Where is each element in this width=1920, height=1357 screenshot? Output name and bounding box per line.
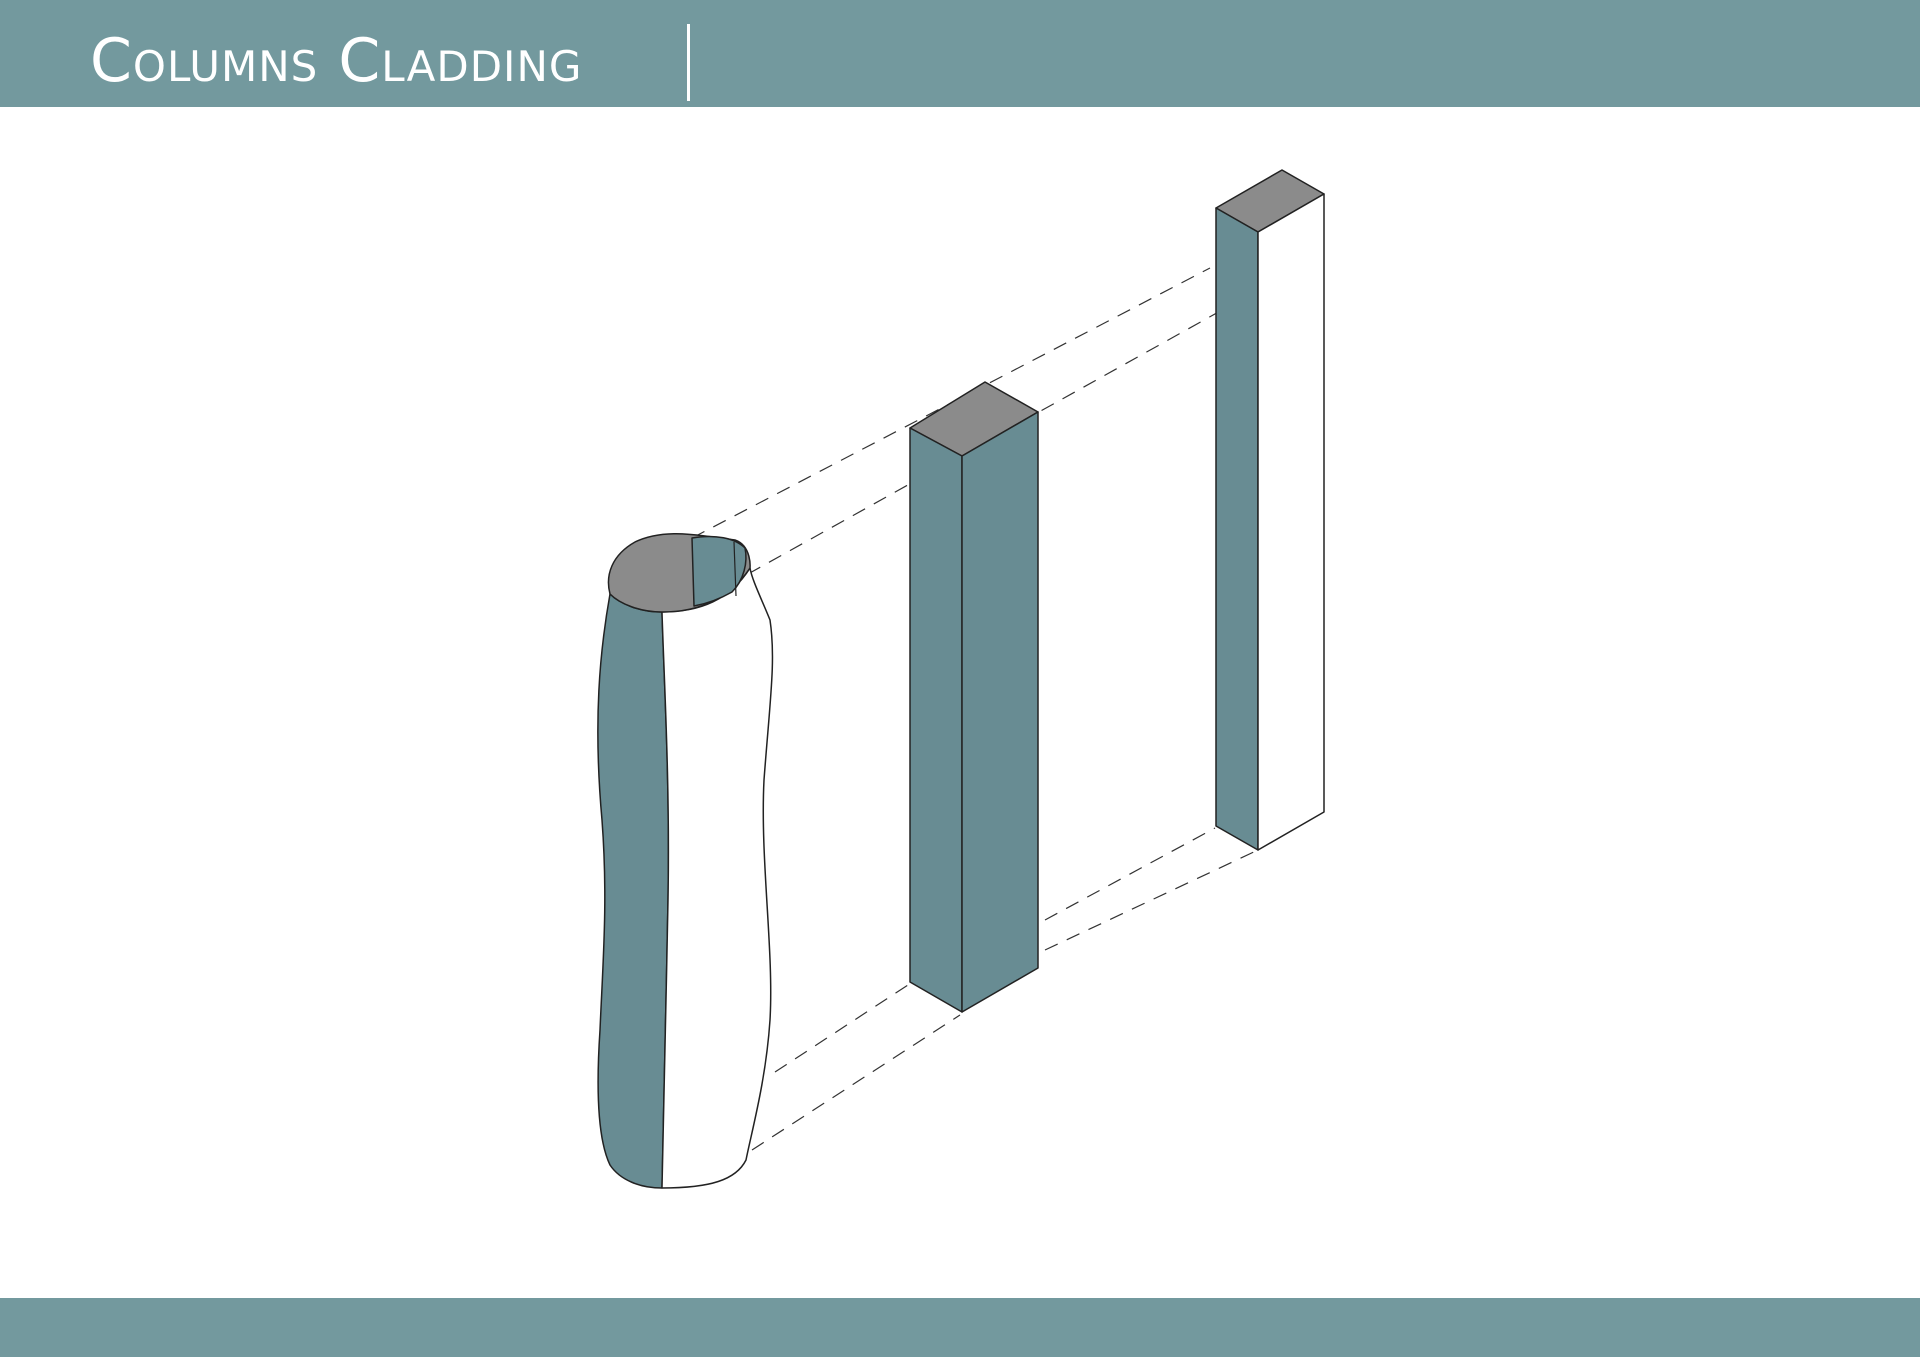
page-title: Columns Cladding	[90, 26, 583, 96]
right-panel-teal-face	[1215, 207, 1259, 851]
middle-box-column	[909, 381, 1039, 1013]
header-bar: Columns Cladding	[0, 0, 1920, 107]
projection-line-bottom-right	[1044, 827, 1216, 921]
projection-line-bottom-left	[774, 984, 909, 1073]
right-panel-white-face	[1257, 193, 1325, 851]
irregular-column-white-face	[661, 567, 774, 1189]
projection-line-bottom-right-2	[1044, 849, 1259, 951]
irregular-column	[597, 532, 774, 1189]
footer-bar	[0, 1298, 1920, 1357]
irregular-column-teal-face	[597, 593, 670, 1189]
projection-line-bottom-left-2	[751, 1014, 961, 1151]
middle-box-right-face	[961, 411, 1039, 1013]
irregular-column-inner-edge	[733, 541, 737, 597]
irregular-column-inner-teal	[691, 535, 747, 607]
middle-box-left-face	[909, 427, 963, 1013]
title-divider	[687, 24, 690, 101]
right-panel-column	[1215, 169, 1325, 851]
